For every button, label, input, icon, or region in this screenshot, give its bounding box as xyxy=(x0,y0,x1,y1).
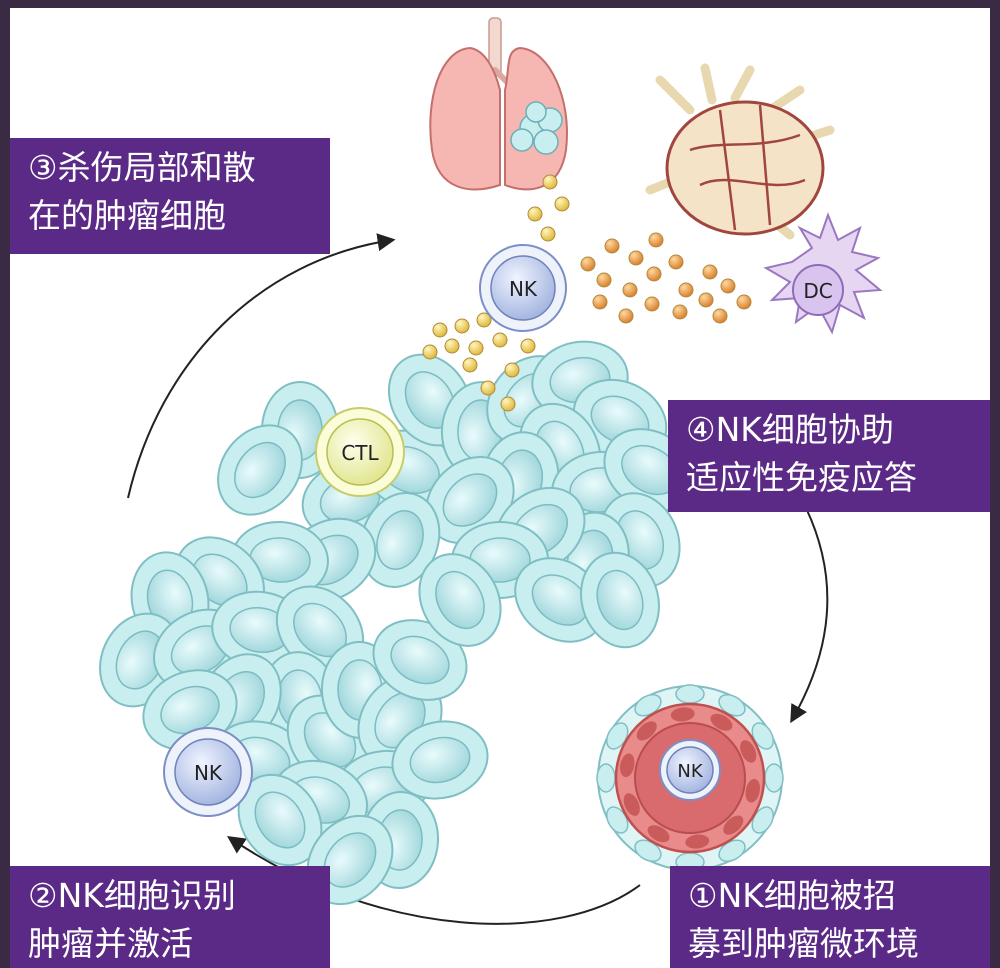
step3-line1: ③杀伤局部和散 xyxy=(28,148,256,187)
nk-vessel-label: NK xyxy=(677,761,703,782)
tumor-cell xyxy=(359,492,441,588)
tumor-cell xyxy=(237,773,323,867)
tumor-cell xyxy=(217,424,303,516)
orange-granule xyxy=(646,266,662,282)
step2-label: ②NK细胞识别 肿瘤并激活 xyxy=(10,866,330,968)
yellow-granule xyxy=(444,338,460,354)
step4-line1: ④NK细胞协助 xyxy=(686,410,894,449)
yellow-granule xyxy=(542,174,558,190)
step1-label: ①NK细胞被招 募到肿瘤微环境 xyxy=(670,866,990,968)
step4-label: ④NK细胞协助 适应性免疫应答 xyxy=(668,400,990,512)
endothelial-cell xyxy=(764,763,784,793)
step3-label: ③杀伤局部和散 在的肿瘤细胞 xyxy=(10,138,330,254)
orange-granule xyxy=(712,308,728,324)
yellow-granule xyxy=(480,380,496,396)
red-blood-cell xyxy=(745,778,760,803)
orange-granule xyxy=(618,308,634,324)
yellow-granule xyxy=(504,362,520,378)
orange-granule xyxy=(622,282,638,298)
orange-granule xyxy=(702,264,718,280)
red-blood-cell xyxy=(723,815,744,835)
ctl-cell: CTL xyxy=(315,407,405,497)
yellow-granule xyxy=(432,322,448,338)
tumor-cell xyxy=(391,720,489,800)
orange-granule xyxy=(580,256,596,272)
nk-top-label: NK xyxy=(509,277,538,301)
nk-cell-top: NK xyxy=(479,244,567,332)
step2-line2: 肿瘤并激活 xyxy=(28,924,193,963)
yellow-granule xyxy=(422,344,438,360)
step1-line2: 募到肿瘤微环境 xyxy=(688,924,919,963)
tumor-cell xyxy=(425,456,515,544)
step4-line2: 适应性免疫应答 xyxy=(686,458,917,497)
tumor-cell xyxy=(580,551,660,649)
orange-granule xyxy=(678,282,694,298)
yellow-granule xyxy=(540,226,556,242)
lymph-node-illustration xyxy=(645,63,835,240)
orange-granule xyxy=(628,250,644,266)
red-blood-cell xyxy=(636,721,657,741)
nk-cell-left: NK xyxy=(163,727,253,817)
yellow-granule xyxy=(468,340,484,356)
red-blood-cell xyxy=(670,707,695,722)
lungs-illustration xyxy=(429,17,568,191)
dendritic-cell: DC xyxy=(763,212,883,335)
step2-line1: ②NK细胞识别 xyxy=(28,876,236,915)
cycle-arrow-3-to-top xyxy=(127,233,396,499)
orange-granule xyxy=(644,296,660,312)
blood-vessel: NK xyxy=(596,684,784,872)
red-blood-cell xyxy=(710,713,733,731)
orange-granule xyxy=(604,238,620,254)
orange-granule xyxy=(648,232,664,248)
dc-label: DC xyxy=(803,279,832,303)
orange-granule xyxy=(596,272,612,288)
yellow-granule xyxy=(527,206,543,222)
yellow-granule xyxy=(476,312,492,328)
cytokine-granules xyxy=(422,174,752,412)
red-blood-cell xyxy=(620,753,635,778)
lung-tumor xyxy=(510,101,563,155)
tumor-cell xyxy=(372,619,468,701)
red-blood-cell xyxy=(740,740,757,763)
orange-granule xyxy=(592,294,608,310)
orange-granule xyxy=(736,294,752,310)
endothelial-cell xyxy=(675,684,705,704)
step3-line2: 在的肿瘤细胞 xyxy=(28,196,226,235)
tumor-cell xyxy=(142,669,238,751)
orange-granule xyxy=(668,254,684,270)
endothelial-cell xyxy=(596,763,616,793)
yellow-granule xyxy=(500,396,516,412)
cycle-arrow-4-to-1 xyxy=(790,507,829,724)
red-blood-cell xyxy=(685,834,710,849)
red-blood-cell xyxy=(647,825,670,843)
red-blood-cell xyxy=(623,793,640,816)
tumor-cell xyxy=(418,553,502,647)
orange-granule xyxy=(720,278,736,294)
orange-granule xyxy=(698,292,714,308)
orange-granule xyxy=(672,304,688,320)
nk-left-label: NK xyxy=(194,761,223,785)
ctl-label: CTL xyxy=(341,441,379,465)
yellow-granule xyxy=(554,196,570,212)
yellow-granule xyxy=(454,318,470,334)
yellow-granule xyxy=(492,332,508,348)
yellow-granule xyxy=(462,357,478,373)
step1-line1: ①NK细胞被招 xyxy=(688,876,896,915)
yellow-granule xyxy=(520,338,536,354)
